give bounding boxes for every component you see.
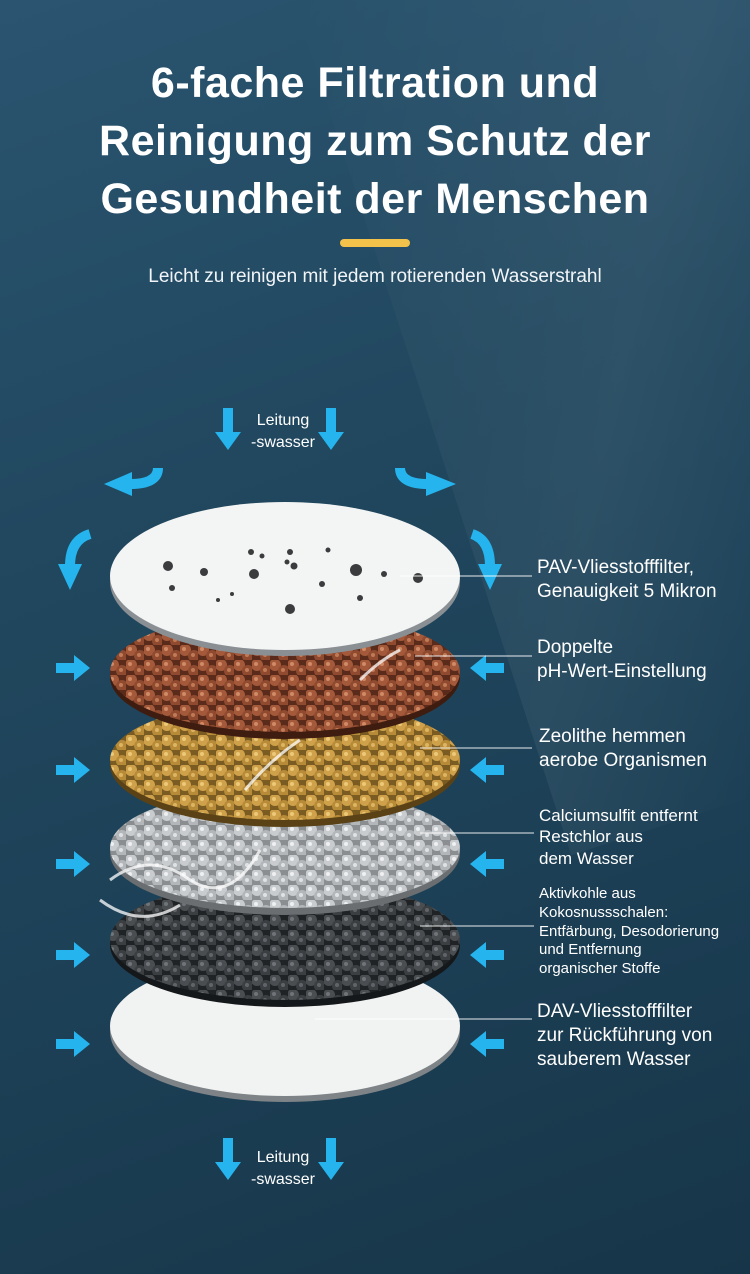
- side-arrow-left-5: [56, 942, 90, 968]
- water-in-line-2: -swasser: [250, 434, 315, 451]
- layer-label-5: Aktivkohle aus Kokosnussschalen: Entfärb…: [539, 885, 719, 979]
- layer-label-6: DAV-Vliesstofffilter zur Rückführung von…: [537, 1000, 712, 1071]
- water-in-line-1: Leitung: [256, 412, 310, 429]
- layer-5-line-4: und Entfernung: [539, 941, 642, 959]
- side-arrow-left-6: [56, 1031, 90, 1057]
- layer-6-line-1: DAV-Vliesstofffilter: [537, 1001, 693, 1022]
- title-line-1: 6-fache Filtration und: [150, 59, 600, 107]
- layer-2-line-1: Doppelte: [537, 637, 614, 658]
- layer-4-line-1: Calciumsulfit entfernt: [539, 806, 698, 825]
- side-arrow-right-3: [470, 757, 504, 783]
- layer-activated-carbon: [110, 880, 460, 1007]
- water-splash: [99, 648, 401, 918]
- layer-3-line-2: aerobe Organismen: [539, 749, 707, 771]
- layer-5-line-3: Entfärbung, Desodorierung: [539, 922, 720, 940]
- layer-label-3: Zeolithe hemmen aerobe Organismen: [539, 725, 707, 773]
- side-arrow-right-6: [470, 1031, 504, 1057]
- side-arrow-right-5: [470, 942, 504, 968]
- layer-label-2: Doppelte pH-Wert-Einstellung: [537, 636, 707, 684]
- side-arrow-left-2: [56, 655, 90, 681]
- water-out-label: Leitung -swasser: [213, 1147, 353, 1191]
- curve-arrow-top-left: [104, 467, 163, 496]
- layer-4-line-3: dem Wasser: [539, 848, 634, 868]
- layer-2-line-2: pH-Wert-Einstellung: [537, 660, 707, 682]
- layer-6-line-3: sauberem Wasser: [537, 1048, 691, 1070]
- curve-arrow-right-down: [470, 529, 502, 590]
- title-line-2: Reinigung zum Schutz der: [99, 117, 651, 165]
- layer-label-1: PAV-Vliesstofffilter, Genauigkeit 5 Mikr…: [537, 556, 717, 604]
- leader-lines: [315, 575, 534, 1020]
- layer-5-line-5: organischer Stoffe: [539, 960, 661, 977]
- layer-5-line-1: Aktivkohle aus: [539, 885, 636, 902]
- layer-5-line-2: Kokosnussschalen:: [539, 903, 669, 921]
- page-subtitle: Leicht zu reinigen mit jedem rotierenden…: [148, 266, 602, 287]
- water-out-line-1: Leitung: [256, 1149, 310, 1166]
- layer-3-line-1: Zeolithe hemmen: [539, 726, 686, 747]
- water-in-label: Leitung -swasser: [213, 410, 353, 454]
- side-arrow-left-3: [56, 757, 90, 783]
- layer-1-line-2: Genauigkeit 5 Mikron: [537, 580, 717, 602]
- layer-1-line-1: PAV-Vliesstofffilter,: [537, 557, 695, 578]
- curve-arrow-left-down: [58, 529, 92, 590]
- side-arrow-left-4: [56, 851, 90, 877]
- side-arrow-right-2: [470, 655, 504, 681]
- side-arrow-right-4: [470, 851, 504, 877]
- layer-pav-nonwoven: [110, 502, 460, 656]
- layer-label-4: Calciumsulfit entfernt Restchlor aus dem…: [539, 805, 698, 869]
- page-title: 6-fache Filtration und Reinigung zum Sch…: [0, 54, 750, 228]
- layer-6-line-2: zur Rückführung von: [537, 1024, 713, 1046]
- curve-arrow-top-right: [395, 467, 456, 496]
- layer-4-line-2: Restchlor aus: [539, 827, 643, 847]
- title-line-3: Gesundheit der Menschen: [100, 175, 650, 223]
- title-accent-bar: [340, 239, 410, 247]
- water-out-line-2: -swasser: [250, 1171, 315, 1188]
